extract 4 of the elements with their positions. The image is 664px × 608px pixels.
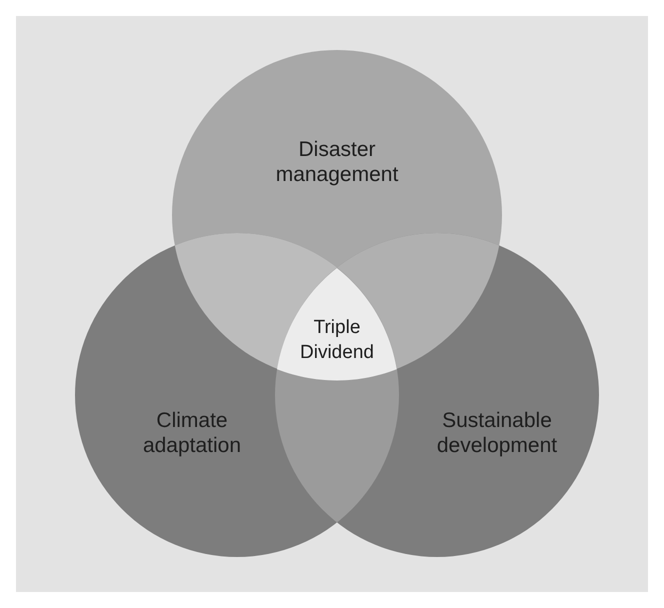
venn-label: Climate adaptation	[142, 408, 242, 458]
venn-label: Disaster management	[274, 137, 400, 187]
venn-label: Triple Dividend	[299, 316, 375, 365]
venn-label: Sustainable development	[436, 408, 558, 458]
